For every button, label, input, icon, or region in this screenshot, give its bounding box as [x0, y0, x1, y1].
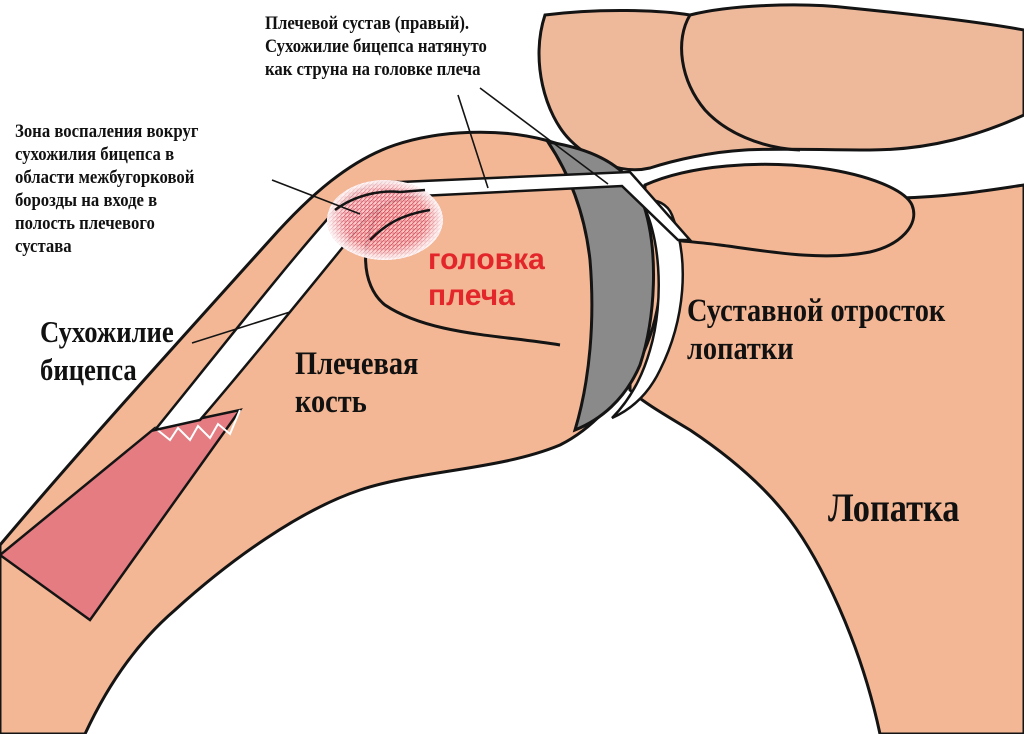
joint-space [611, 198, 684, 420]
leader-joint-note [457, 94, 489, 189]
inflammation-line-2: сухожилия бицепса в [15, 144, 175, 165]
leader-inflammation [271, 179, 361, 215]
head-line-2: плеча [428, 279, 515, 312]
joint-note-line-2: Сухожилие бицепса натянуто [265, 36, 487, 57]
inflammation-line-4: борозды на входе в [15, 190, 158, 211]
joint-note-label: Плечевой сустав (правый). Сухожилие бице… [265, 12, 487, 81]
tendon-line-1: Сухожилие [40, 314, 174, 349]
inflammation-line-6: сустава [15, 236, 72, 257]
glenoid-label: Суставной отросток лопатки [687, 292, 945, 368]
scapula-line: Лопатка [828, 485, 960, 530]
leader-joint-note-2 [479, 87, 609, 185]
inflammation-line-3: области межбугорковой [15, 167, 195, 188]
humerus-label: Плечевая кость [295, 345, 418, 421]
inflammation-line-1: Зона воспаления вокруг [15, 121, 199, 142]
tendon-label: Сухожилие бицепса [40, 313, 174, 389]
humeral-head-label: головка плеча [428, 242, 545, 314]
head-line-1: головка [428, 243, 545, 276]
tendon-line-2: бицепса [40, 352, 137, 387]
scapula-label: Лопатка [828, 485, 960, 531]
inflammation-line-5: полость плечевого [15, 213, 155, 234]
glenoid-line-2: лопатки [687, 331, 794, 367]
acromion-shape [537, 3, 1024, 172]
joint-note-line-3: как струна на головке плеча [265, 59, 481, 80]
glenoid-line-1: Суставной отросток [687, 293, 946, 329]
humerus-line-2: кость [295, 384, 367, 420]
glenoid-shape [643, 162, 916, 258]
humerus-line-1: Плечевая [295, 346, 419, 382]
biceps-tendon [151, 170, 693, 432]
scapula-shape [628, 183, 1024, 734]
joint-note-line-1: Плечевой сустав (правый). [265, 13, 470, 34]
leader-tendon [191, 311, 291, 344]
inflammation-label: Зона воспаления вокруг сухожилия бицепса… [15, 120, 198, 258]
